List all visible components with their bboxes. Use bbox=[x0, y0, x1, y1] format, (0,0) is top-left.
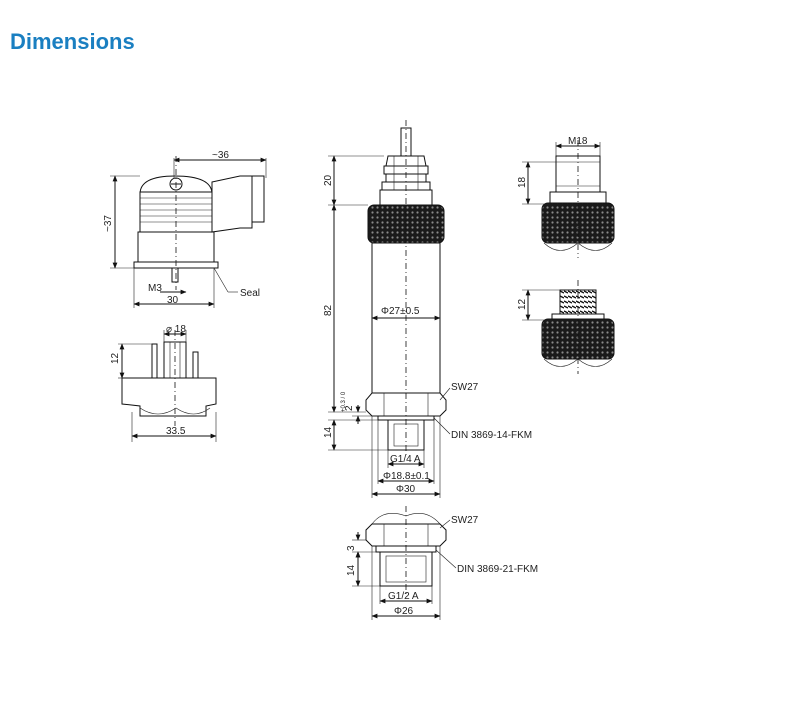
body-length-label: 82 bbox=[323, 304, 334, 316]
step-height-label: 2 bbox=[344, 405, 355, 411]
variant-wrench-label: SW27 bbox=[451, 515, 479, 526]
m18-thread-label: M18 bbox=[568, 136, 588, 147]
seal-spec-label: DIN 3869-14-FKM bbox=[451, 430, 532, 441]
seal-diameter-label: Φ18.8±0.1 bbox=[383, 471, 430, 482]
connector-height-label: ~37 bbox=[103, 215, 114, 232]
base-diameter-label: Φ30 bbox=[396, 484, 416, 495]
m18-height-label: 18 bbox=[517, 176, 528, 188]
sensor-main-view bbox=[328, 120, 451, 498]
page-title: Dimensions bbox=[10, 29, 135, 54]
thread-length-label: 14 bbox=[323, 426, 334, 438]
angled-connector-side-view bbox=[110, 156, 267, 308]
top-height-label: 20 bbox=[323, 174, 334, 186]
wrench-size-label: SW27 bbox=[451, 382, 479, 393]
connector-thread-label: M3 bbox=[148, 283, 162, 294]
variant-thread-label: G1/2 A bbox=[388, 591, 419, 602]
socket-height-label: 12 bbox=[110, 352, 121, 364]
seal-label: Seal bbox=[240, 288, 260, 299]
m18-connector-view bbox=[522, 140, 615, 258]
socket-diameter-label: ⌀ 18 bbox=[166, 324, 186, 335]
body-diameter-label: Φ27±0.5 bbox=[381, 306, 420, 317]
m12-height-label: 12 bbox=[517, 298, 528, 310]
variant-diameter-label: Φ26 bbox=[394, 606, 414, 617]
connector-width-label: 30 bbox=[167, 295, 179, 306]
socket-view bbox=[118, 330, 217, 442]
step-tolerance-label: +0.3 / 0 bbox=[341, 391, 347, 412]
variant-seal-label: DIN 3869-21-FKM bbox=[457, 564, 538, 575]
socket-width-label: 33.5 bbox=[166, 426, 186, 437]
connector-length-label: ~36 bbox=[212, 150, 229, 161]
thread-size-label: G1/4 A bbox=[390, 454, 421, 465]
variant-thread-length-label: 14 bbox=[346, 564, 357, 576]
variant-step-label: 3 bbox=[346, 545, 357, 551]
sensor-variant-view bbox=[352, 506, 457, 620]
m12-connector-view bbox=[522, 280, 615, 374]
